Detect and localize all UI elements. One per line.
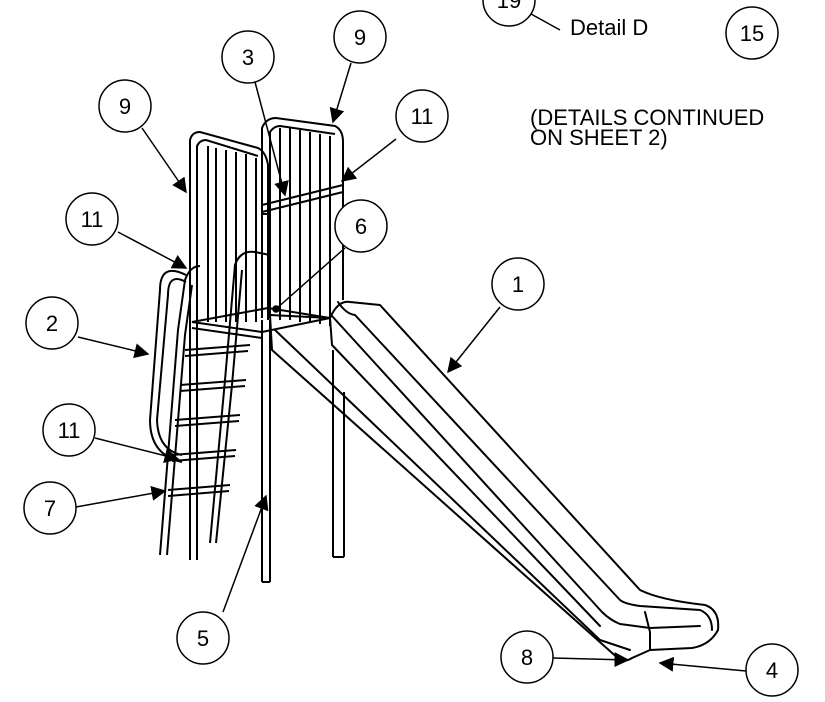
callout-label: 4 — [766, 658, 778, 683]
callout-label: 9 — [119, 94, 131, 119]
callout-9-right: 9 — [333, 10, 387, 64]
details-continued-line-1: (DETAILS CONTINUED — [530, 105, 765, 130]
ladder — [159, 250, 271, 556]
callout-15: 15 — [725, 6, 779, 60]
callout-8: 8 — [500, 630, 554, 684]
callout-label: 5 — [197, 626, 209, 651]
callout-label: 19 — [497, 0, 521, 13]
callout-11-top-right: 11 — [395, 89, 449, 143]
callout-11-bottom-left: 11 — [42, 403, 96, 457]
callout-7: 7 — [23, 481, 77, 535]
callout-label: 3 — [242, 45, 254, 70]
callout-2: 2 — [25, 296, 79, 350]
right-guard-rail — [261, 116, 344, 326]
callout-19: 19 — [482, 0, 536, 27]
left-guard-rail — [189, 130, 269, 560]
callout-3: 3 — [221, 30, 275, 84]
slide-legs — [261, 320, 345, 583]
callout-1: 1 — [491, 257, 545, 311]
callout-11-left: 11 — [65, 192, 119, 246]
slide-chute — [269, 300, 720, 662]
callout-label: 1 — [512, 272, 524, 297]
leader-lines — [75, 8, 747, 672]
side-handrail — [148, 270, 187, 463]
callout-label: 9 — [354, 25, 366, 50]
callout-label: 11 — [58, 418, 81, 443]
callout-label: 2 — [46, 311, 58, 336]
callout-label: 15 — [740, 21, 764, 46]
callout-label: 7 — [44, 496, 56, 521]
callout-9-left: 9 — [98, 79, 152, 133]
callout-label: 11 — [411, 104, 434, 129]
detail-caption: Detail D — [570, 15, 649, 40]
callout-label: 6 — [355, 214, 367, 239]
callout-label: 11 — [81, 207, 104, 232]
callout-label: 8 — [521, 645, 533, 670]
callout-5: 5 — [176, 611, 230, 665]
details-continued-line-2: ON SHEET 2) — [530, 125, 668, 150]
callout-6: 6 — [334, 199, 388, 253]
callout-4: 4 — [745, 643, 799, 697]
